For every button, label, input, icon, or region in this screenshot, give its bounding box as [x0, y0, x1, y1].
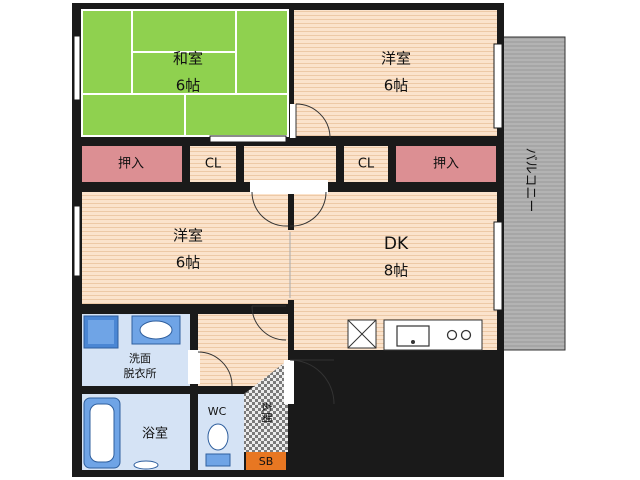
shoe-box-label: SB: [259, 455, 274, 468]
toilet-bowl: [207, 423, 229, 451]
stove-burner: [460, 329, 472, 341]
youshitsu-ne-size: 6帖: [384, 77, 409, 95]
genkan-label: 玄関: [260, 401, 274, 423]
cl-right-label: CL: [358, 157, 375, 172]
stove-burner: [446, 329, 458, 341]
dk-name: DK: [384, 234, 409, 254]
washitsu-name: 和室: [173, 50, 203, 68]
senmen-label-2: 脱衣所: [124, 366, 157, 380]
doors: [188, 103, 335, 405]
cl-left-label: CL: [205, 157, 222, 172]
storage-row: 押入 CL CL 押入: [82, 146, 496, 182]
kitchen-sink: [396, 325, 430, 347]
youshitsu-ne-room: 洋室 6帖: [294, 10, 497, 136]
oshiire-right-label: 押入: [433, 157, 459, 172]
oshiire-left-label: 押入: [118, 157, 144, 172]
wc-room: WC: [198, 394, 244, 470]
toilet-tank: [205, 453, 231, 467]
washitsu-size: 6帖: [176, 77, 201, 95]
senmen-label-1: 洗面: [129, 352, 151, 365]
yokushitsu-room: 浴室: [82, 394, 190, 470]
washitsu-room: 和室 6帖: [81, 9, 289, 137]
balcony: バルコニー: [501, 36, 566, 351]
senmen-room: 洗面 脱衣所: [82, 314, 190, 386]
genkan: 玄関 SB: [244, 360, 288, 470]
dk-room: DK 8帖: [294, 192, 497, 351]
youshitsu-w-size: 6帖: [176, 254, 201, 272]
youshitsu-w-room: 洋室 6帖: [82, 192, 288, 304]
balcony-label: バルコニー: [523, 148, 538, 213]
windows: [73, 35, 503, 311]
youshitsu-ne-name: 洋室: [381, 50, 411, 68]
yokushitsu-label: 浴室: [142, 426, 168, 442]
shoe-box: [246, 452, 286, 470]
dk-size: 8帖: [384, 262, 409, 280]
youshitsu-w-name: 洋室: [173, 227, 203, 245]
wc-label: WC: [208, 405, 227, 418]
